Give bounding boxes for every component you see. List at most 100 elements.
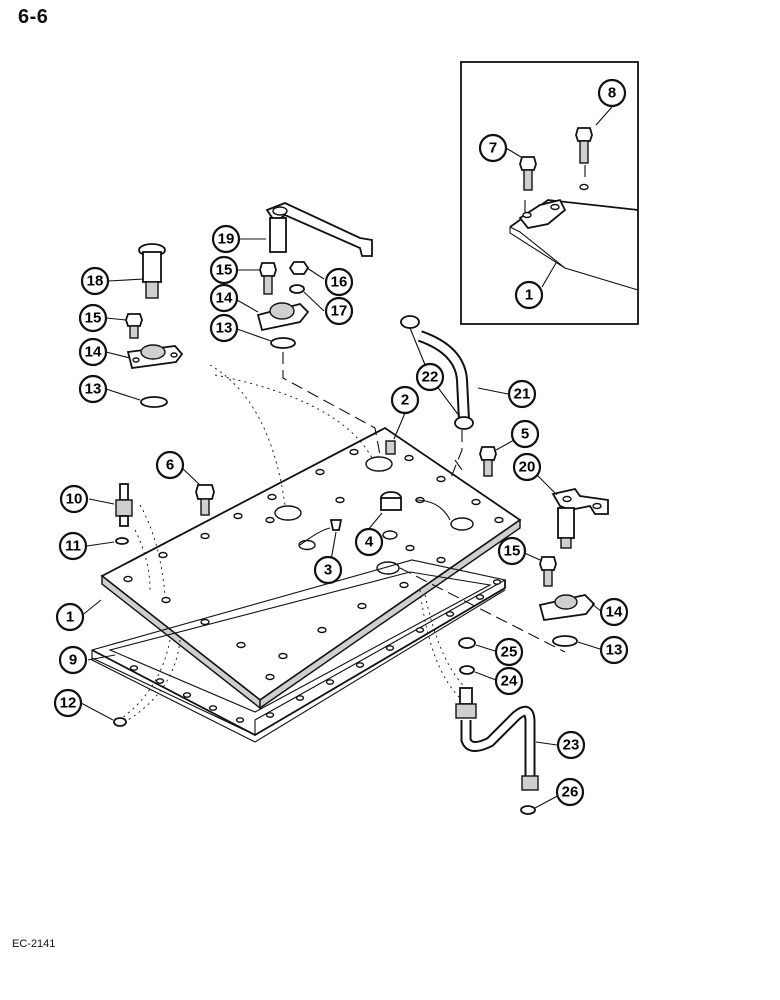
gasket — [91, 559, 507, 743]
part-25-clip — [458, 637, 476, 649]
callout-11: 11 — [58, 531, 88, 561]
callout-14-right: 14 — [599, 597, 629, 627]
cover-plate — [100, 426, 522, 710]
callout-13-left: 13 — [78, 374, 108, 404]
svg-text:23: 23 — [563, 737, 580, 754]
callout-5: 5 — [510, 419, 540, 449]
svg-text:4: 4 — [365, 534, 374, 551]
callout-3: 3 — [313, 555, 343, 585]
part-15-bolt-right — [539, 556, 557, 587]
svg-text:20: 20 — [519, 459, 536, 476]
callout-19: 19 — [211, 224, 241, 254]
part-15-bolt-middle — [259, 262, 277, 295]
part-10-fitting — [115, 483, 133, 527]
callout-17: 17 — [324, 296, 354, 326]
part-23-pipe — [455, 687, 539, 791]
svg-text:5: 5 — [521, 426, 529, 443]
svg-text:26: 26 — [562, 784, 579, 801]
inset-detail — [460, 61, 639, 325]
svg-text:25: 25 — [501, 644, 518, 661]
svg-text:21: 21 — [514, 386, 531, 403]
callout-14-middle: 14 — [209, 283, 239, 313]
part-16-nut — [288, 261, 310, 275]
svg-text:1: 1 — [66, 609, 74, 626]
svg-text:15: 15 — [504, 543, 521, 560]
callout-1: 1 — [55, 602, 85, 632]
callout-14-left: 14 — [78, 337, 108, 367]
callout-10: 10 — [59, 484, 89, 514]
svg-text:13: 13 — [85, 381, 102, 398]
part-19-bracket — [265, 202, 373, 257]
callout-6: 6 — [155, 450, 185, 480]
part-5-bolt — [479, 446, 497, 477]
part-24-washer — [459, 665, 475, 675]
svg-text:22: 22 — [422, 369, 439, 386]
page-label: 6-6 — [18, 6, 49, 28]
callout-13-middle: 13 — [209, 313, 239, 343]
callout-12: 12 — [53, 688, 83, 718]
svg-text:19: 19 — [218, 231, 235, 248]
part-14-flange-right — [538, 594, 596, 622]
part-21-hose — [417, 330, 470, 421]
callout-13-right: 13 — [599, 635, 629, 665]
callout-2: 2 — [390, 385, 420, 415]
svg-text:1: 1 — [525, 287, 533, 304]
part-20-bracket-pin — [551, 487, 609, 549]
svg-text:13: 13 — [216, 320, 233, 337]
part-13-oring-left — [140, 396, 168, 408]
part-2-plug — [385, 440, 396, 455]
callout-26: 26 — [555, 777, 585, 807]
callout-15-left: 15 — [78, 303, 108, 333]
svg-text:14: 14 — [85, 344, 102, 361]
callout-8: 8 — [597, 78, 627, 108]
callout-20: 20 — [512, 452, 542, 482]
part-26-washer — [520, 805, 536, 815]
svg-text:6: 6 — [166, 457, 174, 474]
svg-text:8: 8 — [608, 85, 616, 102]
callout-23: 23 — [556, 730, 586, 760]
callout-4: 4 — [354, 527, 384, 557]
callout-18: 18 — [80, 266, 110, 296]
callout-24: 24 — [494, 666, 524, 696]
svg-text:14: 14 — [216, 290, 233, 307]
part-11-washer — [115, 537, 129, 545]
svg-text:18: 18 — [87, 273, 104, 290]
callout-16: 16 — [324, 267, 354, 297]
callout-21: 21 — [507, 379, 537, 409]
svg-text:15: 15 — [85, 310, 102, 327]
part-15-bolt-left — [125, 313, 143, 339]
callout-22: 22 — [415, 362, 445, 392]
svg-text:14: 14 — [606, 604, 623, 621]
callout-15-middle: 15 — [209, 255, 239, 285]
svg-text:12: 12 — [60, 695, 77, 712]
part-6-bolt — [195, 484, 215, 516]
part-12-clip — [113, 717, 127, 727]
callout-15-right: 15 — [497, 536, 527, 566]
part-4-plug — [380, 491, 402, 511]
callout-25: 25 — [494, 637, 524, 667]
part-17-washer — [289, 284, 305, 294]
svg-text:9: 9 — [69, 652, 77, 669]
svg-text:13: 13 — [606, 642, 623, 659]
part-22-clamps — [400, 315, 474, 430]
part-13-oring-middle — [270, 337, 296, 349]
svg-text:16: 16 — [331, 274, 348, 291]
document-code: EC-2141 — [12, 938, 56, 950]
assembly-lines — [121, 352, 566, 721]
callout-9: 9 — [58, 645, 88, 675]
svg-text:7: 7 — [489, 140, 497, 157]
part-3-plug — [329, 519, 343, 531]
part-14-flange-left — [126, 344, 184, 370]
svg-text:3: 3 — [324, 562, 332, 579]
svg-text:24: 24 — [501, 673, 518, 690]
callout-7: 7 — [478, 133, 508, 163]
gasket-holes — [129, 579, 502, 723]
callout-1-inset: 1 — [514, 280, 544, 310]
svg-text:17: 17 — [331, 303, 348, 320]
svg-text:10: 10 — [66, 491, 83, 508]
part-13-oring-right — [552, 635, 578, 647]
part-14-flange-middle — [256, 302, 310, 332]
part-18-pin — [138, 243, 166, 299]
svg-text:11: 11 — [65, 538, 81, 555]
